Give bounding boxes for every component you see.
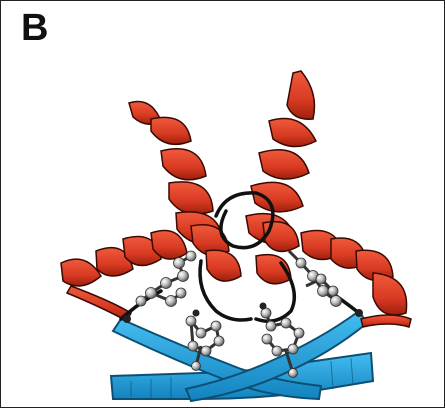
helix-center xyxy=(191,222,299,284)
helix-top-right xyxy=(246,71,316,244)
helix-top-left xyxy=(129,101,223,244)
helix-left xyxy=(61,231,187,322)
beta-sheet xyxy=(111,311,373,401)
alpha-helices xyxy=(61,71,411,327)
